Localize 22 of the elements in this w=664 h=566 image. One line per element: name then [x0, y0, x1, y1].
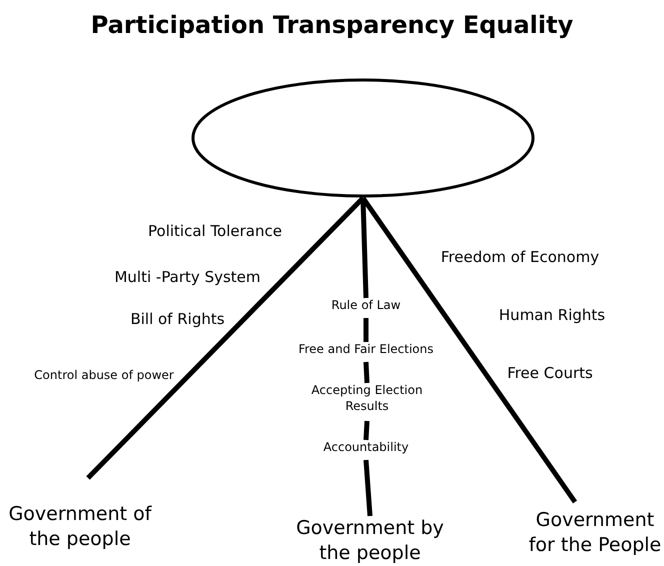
node-label: Government by the people: [295, 516, 445, 566]
side-label: Free Courts: [506, 364, 594, 384]
title: Participation Transparency Equality: [90, 10, 574, 41]
side-label: Multi -Party System: [113, 268, 262, 288]
connector-line: [360, 196, 578, 504]
node-label: Accountability: [322, 440, 410, 456]
connector-line: [364, 362, 370, 384]
side-label: Freedom of Economy: [440, 248, 600, 268]
connector-line: [364, 318, 368, 342]
node-label: Government of the people: [8, 502, 153, 552]
node-label: Government for the People: [528, 508, 662, 558]
side-label: Political Tolerance: [147, 222, 283, 242]
side-label: Control abuse of power: [33, 368, 175, 384]
connector-line: [86, 196, 365, 480]
node-label: Free and Fair Elections: [297, 342, 435, 358]
side-label: Human Rights: [498, 306, 606, 326]
node-label: Accepting Election Results: [310, 383, 424, 414]
connector-line: [364, 420, 370, 440]
side-label: Bill of Rights: [129, 310, 226, 330]
node-label: Rule of Law: [330, 298, 402, 314]
connector-line: [364, 460, 372, 516]
ellipse-shape: [191, 78, 535, 198]
